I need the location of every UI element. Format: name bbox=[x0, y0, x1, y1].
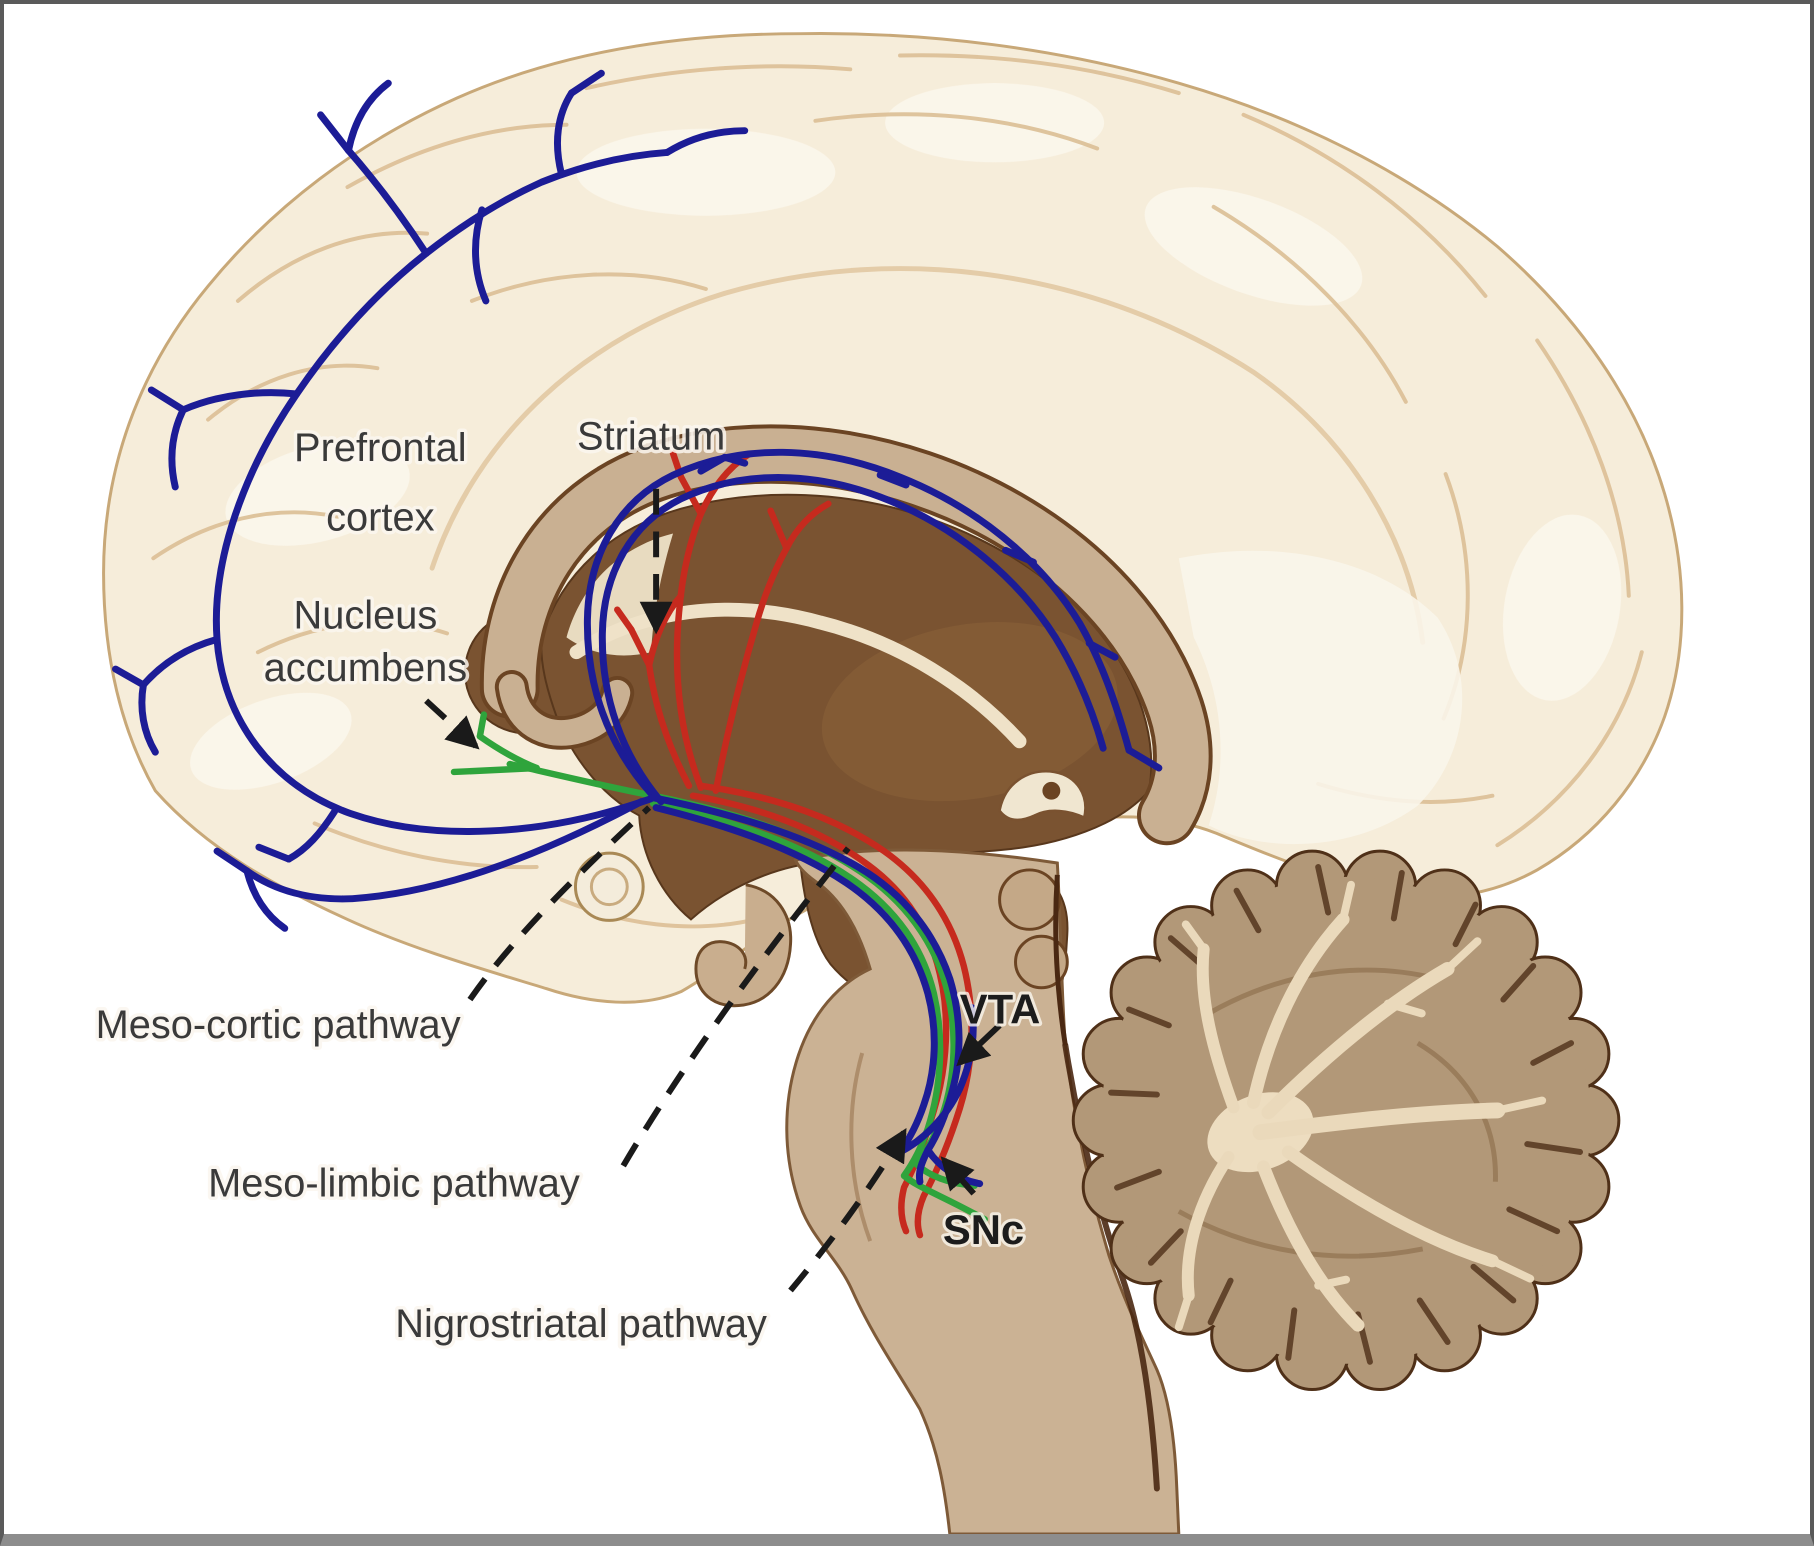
labels: Prefrontal cortex Striatum Nucleus accum… bbox=[92, 411, 1043, 1350]
arbor-vitae bbox=[1174, 880, 1547, 1332]
vta-label: VTA bbox=[960, 985, 1041, 1032]
brainstem-body bbox=[785, 848, 1181, 1534]
superior-colliculus bbox=[998, 868, 1061, 931]
nucleus-accumbens-label-line1: Nucleus bbox=[293, 594, 437, 638]
prefrontal-cortex-label-line2: cortex bbox=[326, 496, 435, 540]
striatum-label: Striatum bbox=[577, 414, 725, 458]
cerebellum bbox=[1071, 849, 1621, 1391]
thalamus bbox=[821, 622, 1118, 802]
pineal-habenula bbox=[998, 770, 1087, 822]
prefrontal-cortex-label-line1: Prefrontal bbox=[294, 426, 467, 470]
mammillary-inner bbox=[589, 867, 629, 907]
meso-cortic-leader bbox=[467, 805, 652, 1002]
brainstem bbox=[573, 848, 1181, 1534]
uncus bbox=[694, 883, 793, 1008]
pons-shading bbox=[849, 1052, 873, 1242]
annotations bbox=[424, 488, 1002, 1293]
nucleus-accumbens-label-line2: accumbens bbox=[264, 646, 468, 690]
aqueduct-line bbox=[1053, 874, 1068, 1046]
meso-limbic-leader bbox=[620, 846, 851, 1168]
nigrostriatal-leader-arrow bbox=[788, 1127, 907, 1293]
brain-diagram: Prefrontal cortex Striatum Nucleus accum… bbox=[92, 32, 1684, 1534]
nigrostriatal-pathway-label: Nigrostriatal pathway bbox=[395, 1302, 767, 1346]
mammillary-body bbox=[573, 851, 645, 922]
snc-label: SNc bbox=[943, 1206, 1024, 1253]
cerebellum-fissures bbox=[1108, 864, 1584, 1365]
snc-arrow bbox=[940, 1156, 976, 1196]
meso-cortic-pathway-label: Meso-cortic pathway bbox=[96, 1003, 461, 1047]
vta-arrow bbox=[956, 1023, 1002, 1067]
nucleus-accumbens-leader-arrow bbox=[424, 698, 480, 750]
sulci-lines bbox=[151, 53, 1644, 929]
corpus-callosum-band bbox=[483, 428, 1209, 842]
meso-cortic-pathway-lines bbox=[112, 69, 1163, 1188]
pineal-dot bbox=[1042, 781, 1061, 800]
occipital-white-matter bbox=[1178, 550, 1463, 845]
meso-limbic-pathway-label: Meso-limbic pathway bbox=[208, 1162, 580, 1206]
gyri-highlights bbox=[190, 83, 1622, 790]
